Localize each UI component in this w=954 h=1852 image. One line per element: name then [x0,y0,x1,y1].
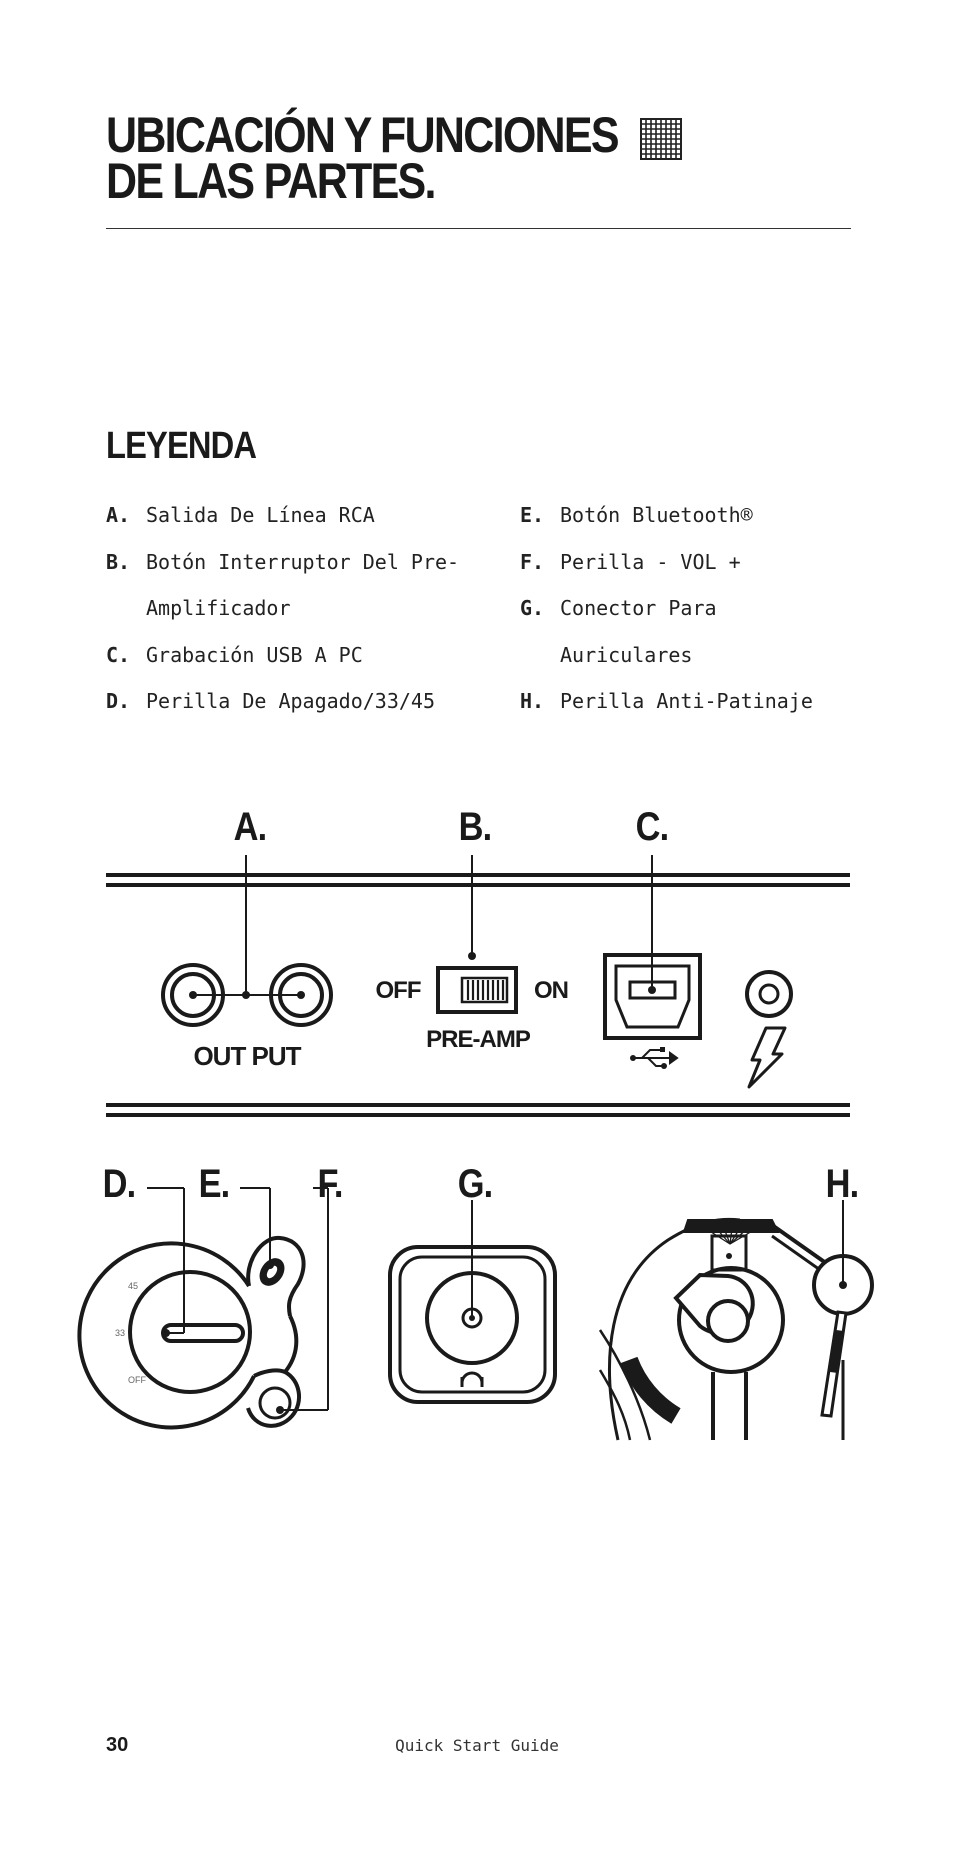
legend-item-b: B. Botón Interruptor Del Pre-Amplificador [106,539,506,632]
callout-g: G. [458,1161,493,1206]
output-label: OUT PUT [193,1041,301,1071]
page-title: UBICACIÓN Y FUNCIONES DE LAS PARTES. [106,107,620,209]
callout-d: D. [103,1161,136,1206]
legend-text: Perilla - VOL + [560,549,741,574]
speed-knob-cluster [77,1187,329,1430]
legend-item-a: A. Salida De Línea RCA [106,492,506,539]
switch-off-label: OFF [376,977,421,1004]
callout-b: B. [459,804,492,849]
callout-c: C. [636,804,669,849]
legend-text: Perilla Anti-Patinaje [560,689,813,713]
usb-icon [630,1047,679,1069]
grid-icon [640,118,682,160]
title-line-2: DE LAS PARTES. [106,153,436,209]
legend-text: Salida De Línea RCA [146,503,375,527]
page-number: 30 [106,1734,129,1756]
legend-text: Grabación USB A PC [146,642,363,667]
callout-f: F. [317,1161,342,1206]
legend-letter: G. [520,596,545,620]
preamp-label: PRE-AMP [426,1026,531,1053]
knob-label-33: 33 [115,1328,125,1338]
legend-text: Botón Interruptor Del Pre-Amplificador [146,549,460,621]
headphone-icon [460,1371,484,1387]
power-jack [745,970,793,1018]
usb-port [603,855,702,1040]
legend-letter: D. [106,689,131,713]
knob-label-off: OFF [128,1375,146,1385]
legend-title: LEYENDA [106,425,257,467]
rca-output-jacks [161,855,333,1027]
legend-item-h: H. Perilla Anti-Patinaje [520,678,850,725]
legend-item-e: E. Botón Bluetooth® [520,492,850,539]
callout-e: E. [199,1161,230,1206]
tonearm-assembly [598,1200,874,1441]
title-line-1: UBICACIÓN Y FUNCIONES [106,107,620,163]
panel-rules [106,873,850,1117]
callout-h: H. [826,1161,859,1206]
legend-letter: A. [106,503,131,527]
legend-text: Conector Para Auriculares [560,596,717,667]
switch-on-label: ON [534,977,568,1004]
footer-guide-title: Quick Start Guide [395,1736,559,1755]
legend-list-left: A. Salida De Línea RCA B. Botón Interrupto… [106,492,506,725]
legend-text: Botón Bluetooth® [560,503,753,527]
legend-item-c: C. Grabación USB A PC [106,632,506,679]
legend-letter: C. [106,642,131,667]
callout-a: A. [234,804,267,849]
legend-item-d: D. Perilla De Apagado/33/45 [106,678,506,725]
title-divider [106,228,851,229]
headphone-jack [388,1200,557,1404]
legend-text: Perilla De Apagado/33/45 [146,689,435,713]
legend-letter: E. [520,503,545,527]
legend-letter: H. [520,689,545,713]
legend-letter: B. [106,549,131,574]
legend-letter: F. [520,549,545,574]
knob-label-45: 45 [128,1281,138,1291]
legend-item-f: F. Perilla - VOL + [520,539,850,586]
legend-item-g: G. Conector Para Auriculares [520,585,850,678]
parts-diagram: A. B. C. OUT PUT OFF ON PRE-AMP [77,804,874,1441]
preamp-switch [436,855,518,1014]
legend-list-right: E. Botón Bluetooth® F. Perilla - VOL + G. C… [520,492,850,725]
lightning-icon [747,1026,787,1089]
